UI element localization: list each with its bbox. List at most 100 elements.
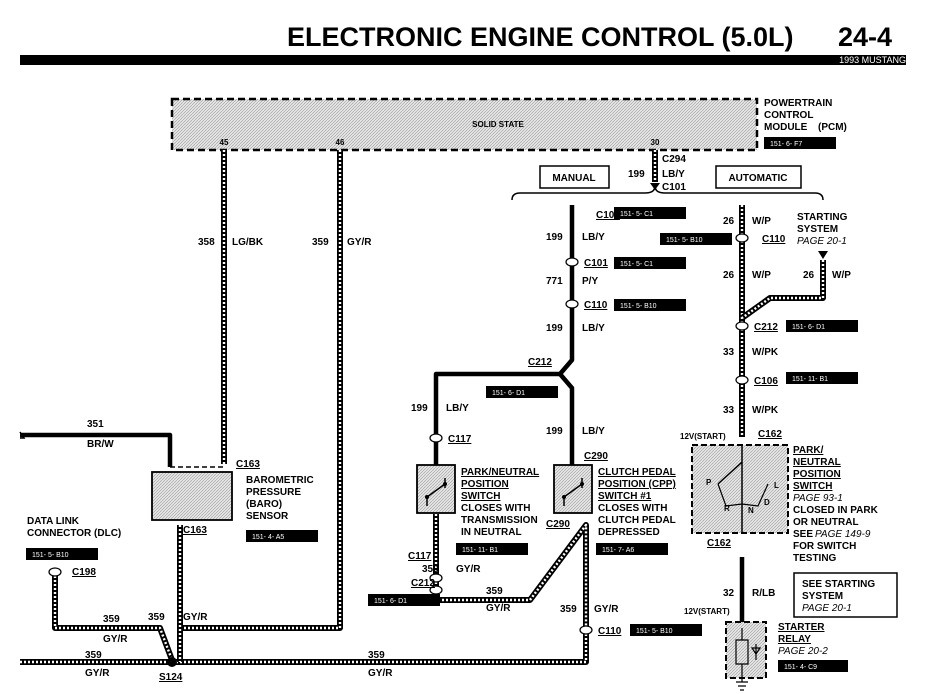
wire-color-199a: LB/Y	[582, 232, 605, 243]
pnp-auto-desc5: TESTING	[793, 553, 837, 564]
ref-c212: 151- 6- D1	[492, 390, 525, 397]
wire-359-main	[177, 150, 343, 662]
pnp-auto-line1: PARK/	[793, 445, 824, 456]
c294-connector2: C101	[662, 182, 686, 193]
wire-color-359f: GY/R	[85, 668, 110, 679]
page-number: 24-4	[838, 22, 892, 52]
connector-c290-b: C290	[546, 519, 570, 530]
pcm-name-line2: CONTROL	[764, 110, 813, 121]
ref-cpp: 151- 7- A6	[602, 547, 634, 554]
reference-tags: 151- 5- C1 151- 5- B10 151- 5- C1 151- 5…	[26, 207, 858, 672]
ref-c101: 151- 5- C1	[620, 211, 653, 218]
pnp-auto-line3: POSITION	[793, 469, 841, 480]
cpp-desc3: DEPRESSED	[598, 527, 660, 538]
pnp-auto-12v: 12V(START)	[680, 432, 726, 441]
pnp-auto-desc2: OR NEUTRAL	[793, 517, 859, 528]
connector-c198: C198	[72, 567, 96, 578]
ref-baro: 151- 4- A5	[252, 534, 284, 541]
cpp-desc2: CLUTCH PEDAL	[598, 515, 676, 526]
pnp-auto-line2: NEUTRAL	[793, 457, 841, 468]
wire-color-199b: LB/Y	[582, 323, 605, 334]
wire-label-33b: 33	[723, 405, 735, 416]
pcm-module-box	[170, 97, 759, 152]
pnp-auto-switch-box	[691, 444, 789, 534]
wire-26-starting	[740, 260, 826, 321]
connector-c162: C162	[758, 429, 782, 440]
connector-c212-b: C212	[411, 578, 435, 589]
wire-label-359e: 359	[148, 612, 165, 623]
wire-label-26c: 26	[803, 270, 815, 281]
wire-color-359c: GY/R	[594, 604, 619, 615]
wire-color-359a: GY/R	[456, 564, 481, 575]
starter-line1: STARTER	[778, 622, 825, 633]
wire-color-199d: LB/Y	[582, 426, 605, 437]
wire-color-26b: W/P	[752, 270, 771, 281]
wire-label-32: 32	[723, 588, 735, 599]
cpp-line3: SWITCH #1	[598, 491, 652, 502]
connector-c110-c: C110	[598, 626, 622, 637]
header-subtitle: 1993 MUSTANG	[839, 55, 906, 65]
starting-system-page: PAGE 20-1	[797, 236, 847, 247]
wire-color-32: R/LB	[752, 588, 775, 599]
wire-label-26a: 26	[723, 216, 735, 227]
wire-color-359g: GY/R	[368, 668, 393, 679]
c294-circuit: 199	[628, 169, 645, 180]
wire-color-359: GY/R	[347, 237, 372, 248]
starting-system-line2: SYSTEM	[797, 224, 838, 235]
pnp-manual-line3: SWITCH	[461, 491, 500, 502]
pnp-auto-desc3: SEE	[793, 529, 813, 540]
wire-label-199a: 199	[546, 232, 563, 243]
dlc-line1: DATA LINK	[27, 516, 80, 527]
pnp-manual-line2: POSITION	[461, 479, 509, 490]
pcm-pin-45: 45	[220, 138, 229, 147]
pcm-ref-text: 151- 6- F7	[770, 141, 802, 148]
page-title: ELECTRONIC ENGINE CONTROL (5.0L)	[287, 22, 794, 52]
connector-c290: C290	[584, 451, 608, 462]
wire-label-358: 358	[198, 237, 215, 248]
see-starting-page: PAGE 20-1	[802, 603, 852, 614]
connector-c110: C110	[762, 234, 786, 245]
wire-label-359f: 359	[85, 650, 102, 661]
ref-c110-bottom: 151- 5- B10	[636, 628, 673, 635]
see-starting-box	[793, 572, 898, 618]
pnp-auto-desc4: FOR SWITCH	[793, 541, 856, 552]
splice-s124-label: S124	[159, 672, 183, 683]
baro-line2: PRESSURE	[246, 487, 301, 498]
wire-color-351: BR/W	[87, 439, 114, 450]
wire-color-199c: LB/Y	[446, 403, 469, 414]
wire-label-359d: 359	[103, 614, 120, 625]
ref-dlc: 151- 5- B10	[32, 552, 69, 559]
wire-label-199d: 199	[546, 426, 563, 437]
baro-line3: (BARO)	[246, 499, 282, 510]
pnp-manual-desc2: TRANSMISSION	[461, 515, 538, 526]
pcm-name-line3: MODULE	[764, 122, 808, 133]
starter-line2: RELAY	[778, 634, 811, 645]
connector-markers	[19, 183, 828, 667]
wire-color-358: LG/BK	[232, 237, 264, 248]
dlc-line2: CONNECTOR (DLC)	[27, 528, 121, 539]
wire-color-33b: W/PK	[752, 405, 779, 416]
splice-s124	[167, 657, 177, 667]
connector-c163-b: C163	[183, 525, 207, 536]
cpp-line2: POSITION (CPP)	[598, 479, 676, 490]
wire-label-359a: 359	[422, 564, 439, 575]
connector-c117-b: C117	[408, 551, 432, 562]
pnp-pos-n: N	[748, 506, 754, 515]
connector-c106: C106	[754, 376, 778, 387]
pnp-pos-p: P	[706, 478, 712, 487]
wire-label-359: 359	[312, 237, 329, 248]
connector-c101: C101	[596, 210, 620, 221]
connector-c212-right: C212	[754, 322, 778, 333]
wire-color-26c: W/P	[832, 270, 851, 281]
baro-line1: BAROMETRIC	[246, 475, 314, 486]
ref-c212-bottom: 151- 6- D1	[374, 598, 407, 605]
ref-starter: 151- 4- C9	[784, 664, 817, 671]
ref-c212-right: 151- 6- D1	[792, 324, 825, 331]
wire-color-359e: GY/R	[183, 612, 208, 623]
wire-group-striped	[20, 150, 826, 665]
wire-label-359c: 359	[560, 604, 577, 615]
see-starting-line1: SEE STARTING	[802, 579, 875, 590]
automatic-label: AUTOMATIC	[728, 173, 787, 184]
pcm-pin-46: 46	[336, 138, 345, 147]
